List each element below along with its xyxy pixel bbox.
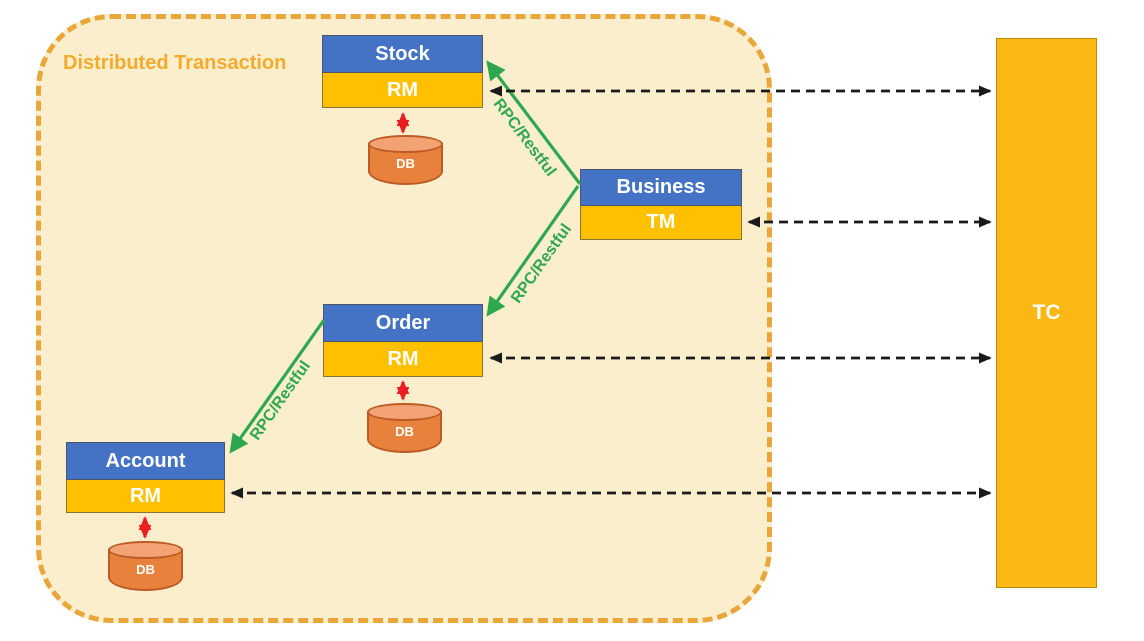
service-box-order: Order RM bbox=[323, 304, 483, 377]
container-title: Distributed Transaction bbox=[63, 52, 287, 74]
tc-coordinator-bar: TC bbox=[996, 38, 1097, 588]
service-name: Order bbox=[323, 304, 483, 342]
db-cylinder-top bbox=[108, 541, 183, 559]
service-box-stock: Stock RM bbox=[322, 35, 483, 108]
service-role-rm: RM bbox=[322, 73, 483, 108]
service-role-rm: RM bbox=[323, 342, 483, 377]
service-role-rm: RM bbox=[66, 480, 225, 513]
db-label: DB bbox=[136, 562, 155, 577]
db-cylinder-top bbox=[368, 135, 443, 153]
db-cylinder-order: DB bbox=[367, 403, 442, 453]
db-cylinder-top bbox=[367, 403, 442, 421]
service-name: Business bbox=[580, 169, 742, 206]
db-cylinder-stock: DB bbox=[368, 135, 443, 185]
db-cylinder-account: DB bbox=[108, 541, 183, 591]
service-box-account: Account RM bbox=[66, 442, 225, 513]
service-box-business: Business TM bbox=[580, 169, 742, 240]
service-role-tm: TM bbox=[580, 206, 742, 240]
tc-label: TC bbox=[1032, 301, 1061, 324]
service-name: Account bbox=[66, 442, 225, 480]
service-name: Stock bbox=[322, 35, 483, 73]
db-label: DB bbox=[396, 156, 415, 171]
db-label: DB bbox=[395, 424, 414, 439]
